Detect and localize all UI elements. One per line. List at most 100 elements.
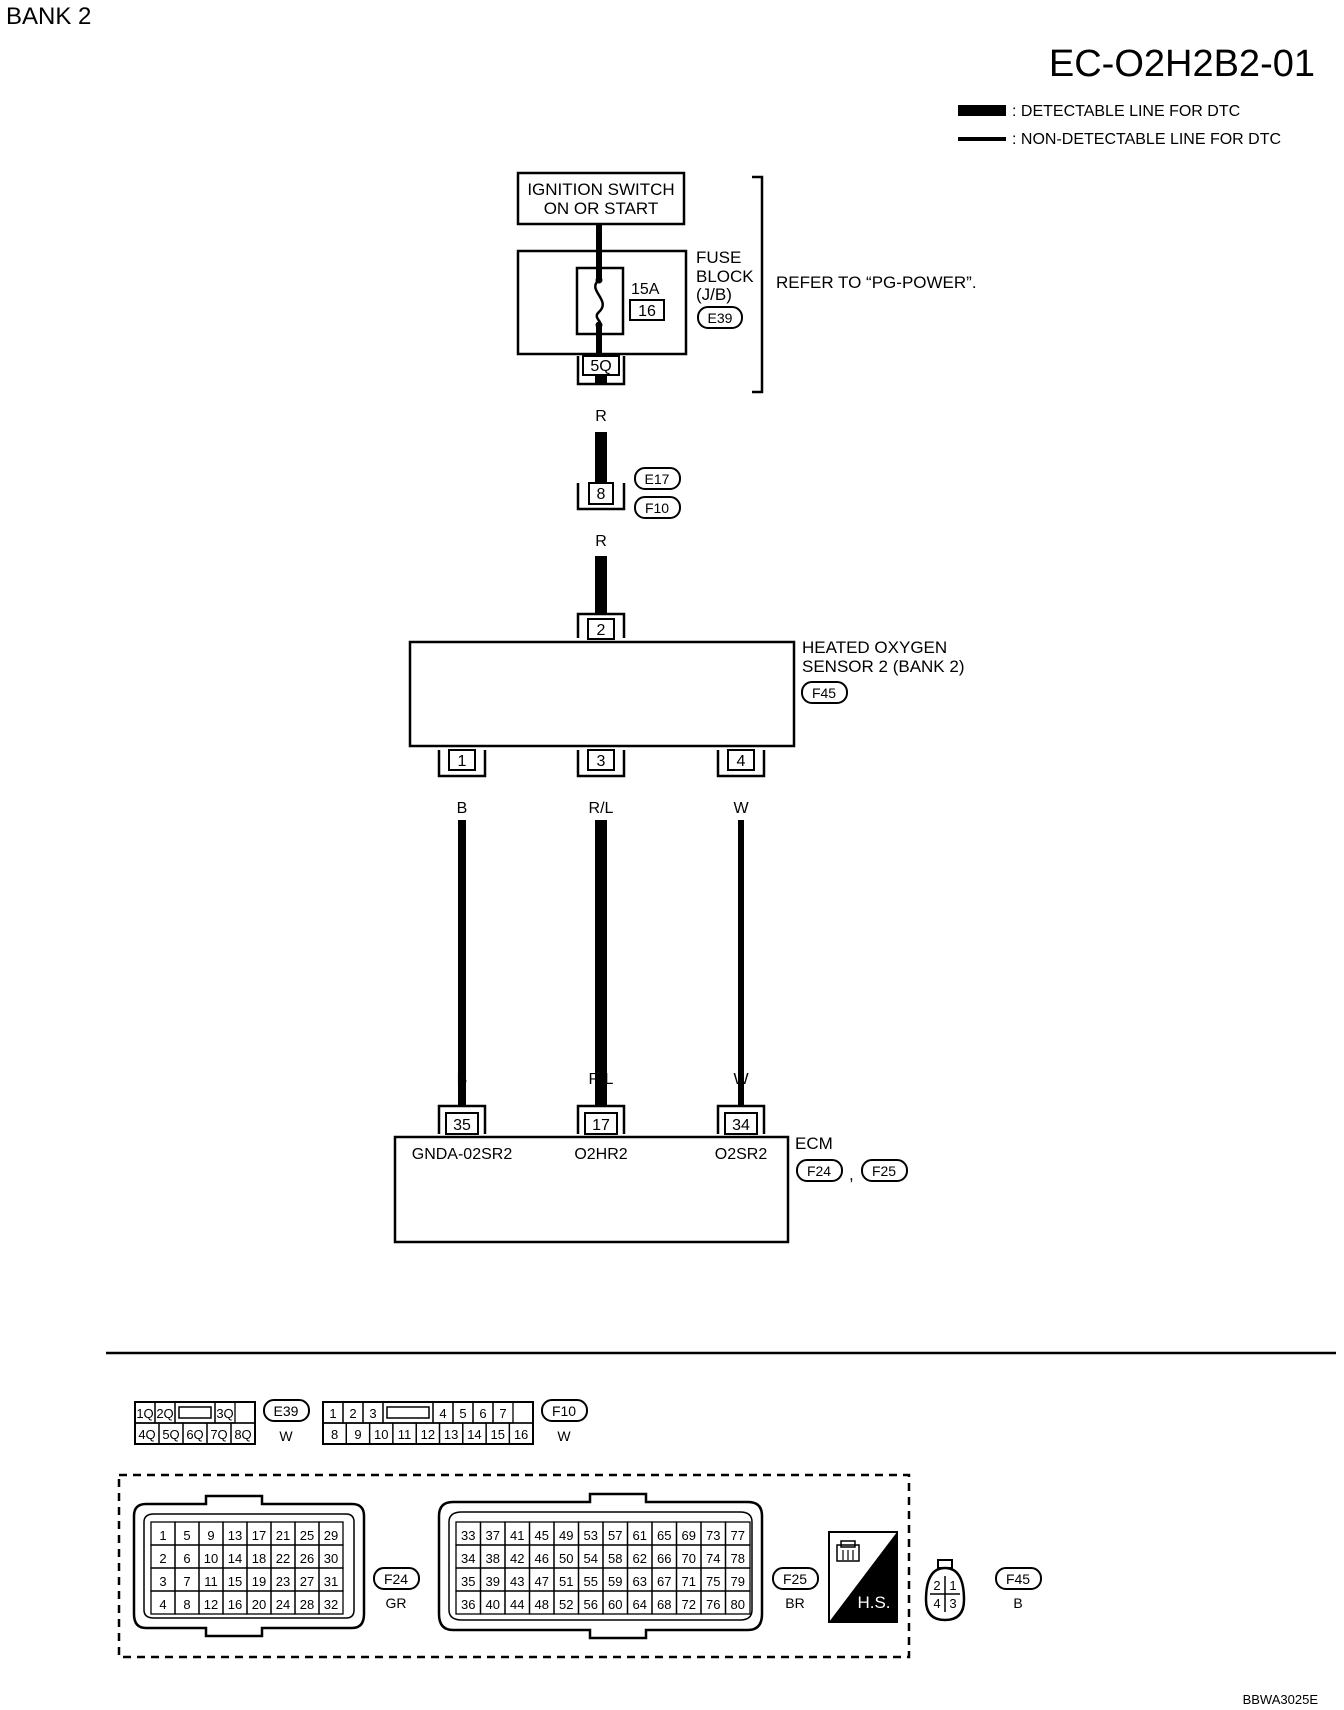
- terminal-label: 16: [228, 1597, 242, 1612]
- sensor-pin-4: 4: [716, 749, 766, 778]
- terminal-label: 50: [559, 1551, 573, 1566]
- wire-color-rl-top: R/L: [589, 800, 614, 817]
- ecm-box: [393, 1135, 790, 1244]
- terminal-label: 36: [461, 1597, 475, 1612]
- terminal-label: 15: [228, 1574, 242, 1589]
- wire-color-b-top: B: [457, 800, 468, 817]
- f45-pin-3: 3: [949, 1596, 956, 1611]
- refer-note: REFER TO “PG-POWER”.: [776, 273, 977, 292]
- ecm-pin-17: 17: [576, 1104, 626, 1135]
- terminal-label: 9: [207, 1528, 214, 1543]
- connector-tag-e17: [634, 467, 681, 490]
- legend: : DETECTABLE LINE FOR DTC : NON-DETECTAB…: [958, 103, 1281, 148]
- terminal-label: 30: [324, 1551, 338, 1566]
- terminal-label: 77: [731, 1528, 745, 1543]
- connector-color-f45: B: [1013, 1595, 1022, 1611]
- terminal-label: 11: [204, 1574, 218, 1589]
- terminal-label: 46: [535, 1551, 549, 1566]
- terminal-label: 9: [354, 1427, 361, 1442]
- bank-label: BANK 2: [6, 3, 91, 30]
- terminal-cell: [382, 1401, 434, 1424]
- ecm-pin-35: 35: [437, 1104, 487, 1135]
- terminal-label: 53: [584, 1528, 598, 1543]
- connector-tag-f24: [796, 1159, 843, 1182]
- terminal-label: 28: [300, 1597, 314, 1612]
- connector-lock-tab: [178, 1406, 212, 1419]
- terminal-label: 54: [584, 1551, 598, 1566]
- fuse-block-label-2: BLOCK: [696, 267, 754, 286]
- terminal-label: 19: [252, 1574, 266, 1589]
- terminal-label: 34: [461, 1551, 475, 1566]
- terminal-label: 56: [584, 1597, 598, 1612]
- detectable-line-sample: [958, 105, 1006, 116]
- terminal-label: 70: [682, 1551, 696, 1566]
- terminal-label: 78: [731, 1551, 745, 1566]
- wire-b: [458, 820, 466, 1062]
- terminal-label: 31: [324, 1574, 338, 1589]
- terminal-label: 40: [486, 1597, 500, 1612]
- svg-text:E39: E39: [708, 310, 733, 326]
- terminal-label: 22: [276, 1551, 290, 1566]
- terminal-label: 7Q: [210, 1427, 227, 1442]
- terminal-label: 6Q: [186, 1427, 203, 1442]
- connector-color-f10: W: [557, 1428, 571, 1444]
- terminal-label: 52: [559, 1597, 573, 1612]
- terminal-label: 74: [706, 1551, 720, 1566]
- terminal-label: 69: [682, 1528, 696, 1543]
- terminal-label: 4: [439, 1406, 446, 1421]
- diagram-code: EC-O2H2B2-01: [1049, 43, 1315, 85]
- connector-color-e39: W: [279, 1428, 293, 1444]
- terminal-label: 6: [479, 1406, 486, 1421]
- terminal-label: 73: [706, 1528, 720, 1543]
- connector-tag-f24-view: [373, 1567, 420, 1590]
- ecm-signal-gnda: GNDA-02SR2: [412, 1146, 513, 1163]
- connector-tag-f10-view: [541, 1399, 588, 1422]
- ecm-pin-34: 34: [716, 1104, 766, 1135]
- terminal-label: 24: [276, 1597, 290, 1612]
- terminal-label: 51: [559, 1574, 573, 1589]
- terminal-cell: [174, 1401, 216, 1424]
- terminal-label: 79: [731, 1574, 745, 1589]
- terminal-label: 8: [331, 1427, 338, 1442]
- connector-tag-f25: [861, 1159, 908, 1182]
- f45-pin-1: 1: [949, 1578, 956, 1593]
- terminal-label: 12: [421, 1427, 435, 1442]
- terminal-label: 10: [204, 1551, 218, 1566]
- terminal-label: 67: [657, 1574, 671, 1589]
- terminal-label: 15: [491, 1427, 505, 1442]
- sensor-pin-3: 3: [576, 749, 626, 778]
- terminal-label: 44: [510, 1597, 524, 1612]
- terminal-label: 14: [467, 1427, 481, 1442]
- terminal-label: 8Q: [234, 1427, 251, 1442]
- legend-detectable: : DETECTABLE LINE FOR DTC: [1012, 103, 1240, 120]
- sensor-label-2: SENSOR 2 (BANK 2): [802, 657, 965, 676]
- wire-w: [738, 820, 744, 1062]
- svg-text:2: 2: [597, 622, 606, 639]
- terminal-label: 7: [183, 1574, 190, 1589]
- terminal-label: 17: [252, 1528, 266, 1543]
- connector-tag-e39: [697, 306, 743, 329]
- heated-oxygen-sensor: [408, 640, 796, 748]
- svg-text:F24: F24: [807, 1163, 831, 1179]
- terminal-label: 62: [633, 1551, 647, 1566]
- terminal-label: 4Q: [138, 1427, 155, 1442]
- terminal-label: 80: [731, 1597, 745, 1612]
- terminal-label: 66: [657, 1551, 671, 1566]
- wire-r-upper: [595, 432, 607, 483]
- svg-text:3: 3: [597, 753, 606, 770]
- svg-text:E39: E39: [274, 1403, 299, 1419]
- terminal-cell: [318, 1590, 344, 1615]
- terminal-label: 72: [682, 1597, 696, 1612]
- connector-color-f24: GR: [386, 1595, 407, 1611]
- ignition-label-2: ON OR START: [544, 199, 659, 218]
- svg-text:34: 34: [732, 1117, 750, 1134]
- fuse-number: 16: [638, 303, 656, 320]
- terminal-label: 64: [633, 1597, 647, 1612]
- svg-text:F25: F25: [783, 1571, 807, 1587]
- terminal-label: 65: [657, 1528, 671, 1543]
- terminal-label: 55: [584, 1574, 598, 1589]
- terminal-cell: [508, 1422, 534, 1445]
- terminal-label: 4: [159, 1597, 166, 1612]
- terminal-label: 1: [159, 1528, 166, 1543]
